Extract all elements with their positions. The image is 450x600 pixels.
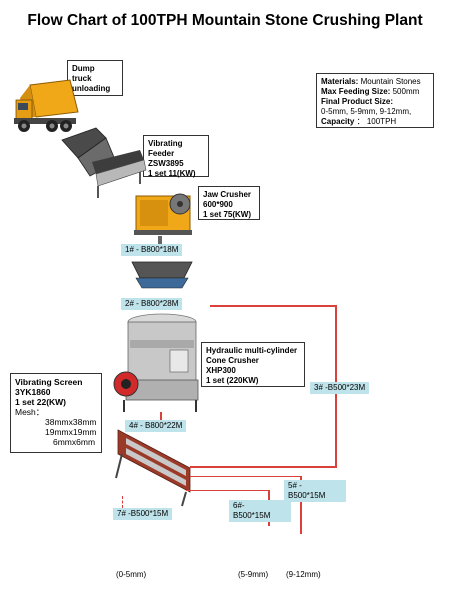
vibrating-feeder-image [62, 128, 146, 198]
jaw-crusher-image [134, 194, 192, 235]
cone-crusher-image [114, 314, 198, 412]
belt-label-6: 6#- B500*15M [229, 500, 291, 522]
belt-label-5-line2: B500*15M [288, 491, 342, 501]
belt-label-7: 7# -B500*15M [113, 508, 172, 520]
flow-line-2-right [210, 305, 337, 307]
belt-label-6-line2: B500*15M [233, 511, 287, 521]
belt-label-4: 4# - B800*22M [125, 420, 186, 432]
dump-truck-image [14, 80, 78, 132]
product-size-1: (0-5mm) [116, 570, 146, 579]
product-size-2: (5-9mm) [238, 570, 268, 579]
flow-line-3-bottom [190, 466, 336, 468]
flow-line-screen-5 [190, 476, 301, 477]
belt-label-2: 2# - B800*28M [121, 298, 182, 310]
belt-label-5: 5# - B500*15M [284, 480, 346, 502]
cone-hopper-image [132, 262, 192, 288]
belt-label-3: 3# -B500*23M [310, 382, 369, 394]
belt-label-5-line1: 5# - [288, 481, 342, 491]
belt-label-6-line1: 6#- [233, 501, 287, 511]
belt-1-stub [158, 236, 162, 244]
flow-line-screen-6 [186, 490, 269, 491]
product-size-3: (9-12mm) [286, 570, 321, 579]
belt-label-1: 1# - B800*18M [121, 244, 182, 256]
vibrating-screen-image [116, 430, 190, 506]
flow-line-7 [122, 496, 124, 508]
